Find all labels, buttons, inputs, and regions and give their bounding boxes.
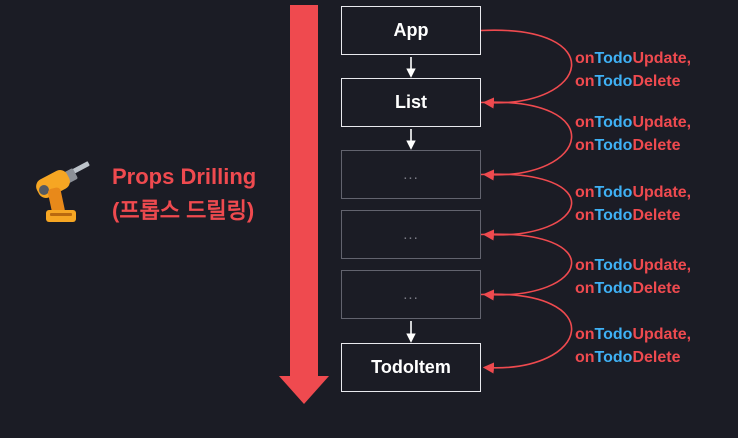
prop-entity: Todo (594, 207, 633, 224)
prop-verb: Delete (632, 349, 681, 366)
prop-entity: Todo (594, 50, 633, 67)
prop-entity: Todo (594, 349, 633, 366)
prop-name-line1: onTodoUpdate, (575, 323, 691, 346)
prop-label-0: onTodoUpdate,onTodoDelete (575, 47, 691, 93)
prop-pass-arrow-4 (480, 293, 573, 374)
prop-prefix: on (575, 137, 595, 154)
component-box-3: ... (341, 210, 481, 259)
prop-prefix: on (575, 326, 595, 343)
power-drill-icon (36, 161, 90, 222)
prop-name-line1: onTodoUpdate, (575, 47, 691, 70)
prop-entity: Todo (594, 114, 633, 131)
prop-pass-arrow-0 (480, 29, 573, 109)
prop-prefix: on (575, 184, 595, 201)
prop-name-line2: onTodoDelete (575, 134, 691, 157)
prop-verb: Delete (632, 280, 681, 297)
component-box-4: ... (341, 270, 481, 319)
prop-label-3: onTodoUpdate,onTodoDelete (575, 254, 691, 300)
prop-entity: Todo (594, 137, 633, 154)
prop-name-line2: onTodoDelete (575, 70, 691, 93)
prop-prefix: on (575, 280, 595, 297)
prop-verb: Update, (632, 257, 692, 274)
prop-prefix: on (575, 257, 595, 274)
title-line-1: Props Drilling (112, 164, 257, 189)
prop-entity: Todo (594, 73, 633, 90)
prop-verb: Update, (632, 326, 692, 343)
prop-prefix: on (575, 50, 595, 67)
prop-name-line1: onTodoUpdate, (575, 181, 691, 204)
prop-verb: Update, (632, 184, 692, 201)
prop-name-line2: onTodoDelete (575, 277, 691, 300)
prop-prefix: on (575, 73, 595, 90)
diagram-title: Props Drilling (프롭스 드릴링) (112, 160, 256, 228)
prop-name-line2: onTodoDelete (575, 204, 691, 227)
prop-name-line1: onTodoUpdate, (575, 111, 691, 134)
prop-name-line1: onTodoUpdate, (575, 254, 691, 277)
prop-label-2: onTodoUpdate,onTodoDelete (575, 181, 691, 227)
prop-verb: Update, (632, 50, 692, 67)
prop-name-line2: onTodoDelete (575, 346, 691, 369)
prop-pass-arrow-1 (480, 101, 573, 181)
prop-pass-arrow-3 (480, 233, 573, 301)
title-line-2: (프롭스 드릴링) (112, 198, 255, 223)
component-box-0: App (341, 6, 481, 55)
component-box-1: List (341, 78, 481, 127)
prop-prefix: on (575, 207, 595, 224)
component-box-5: TodoItem (341, 343, 481, 392)
prop-pass-arrow-2 (480, 173, 573, 241)
component-box-2: ... (341, 150, 481, 199)
prop-prefix: on (575, 114, 595, 131)
prop-verb: Delete (632, 73, 681, 90)
prop-verb: Delete (632, 137, 681, 154)
prop-verb: Delete (632, 207, 681, 224)
prop-entity: Todo (594, 184, 633, 201)
prop-entity: Todo (594, 257, 633, 274)
prop-label-4: onTodoUpdate,onTodoDelete (575, 323, 691, 369)
prop-entity: Todo (594, 326, 633, 343)
prop-label-1: onTodoUpdate,onTodoDelete (575, 111, 691, 157)
prop-prefix: on (575, 349, 595, 366)
prop-entity: Todo (594, 280, 633, 297)
prop-verb: Update, (632, 114, 692, 131)
